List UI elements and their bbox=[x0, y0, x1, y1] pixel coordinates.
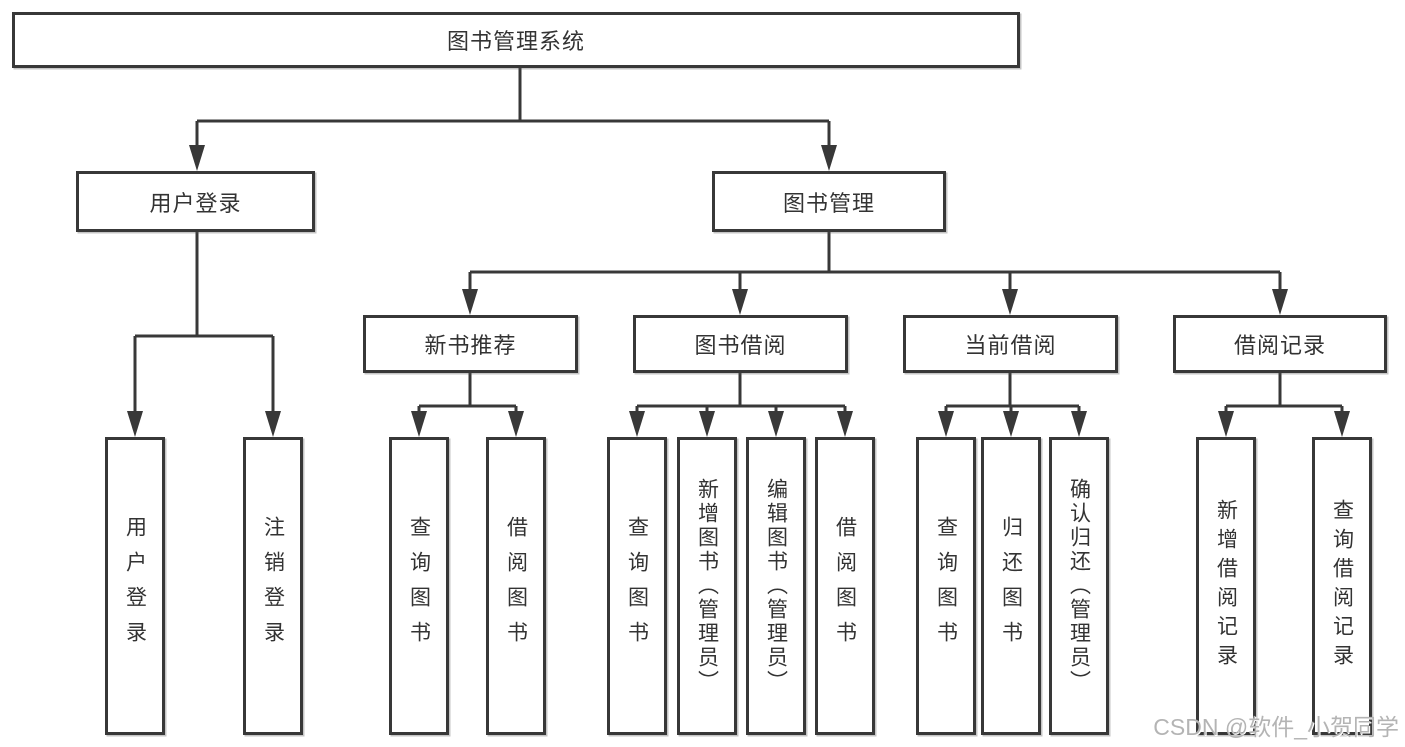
node-book-management: 图书管理 bbox=[712, 171, 946, 232]
leaf-query-borrow-record: 查询借阅记录 bbox=[1312, 437, 1372, 735]
leaf-confirm-return-admin: 确认归还（管理员） bbox=[1049, 437, 1109, 735]
node-root-system: 图书管理系统 bbox=[12, 12, 1020, 68]
node-user-login: 用户登录 bbox=[76, 171, 315, 232]
node-book-management-label: 图书管理 bbox=[782, 190, 875, 216]
leaf-query-books-3: 查询图书 bbox=[916, 437, 976, 735]
leaf-query-books-2: 查询图书 bbox=[607, 437, 667, 735]
node-book-borrowing: 图书借阅 bbox=[633, 315, 848, 373]
node-current-borrowing: 当前借阅 bbox=[903, 315, 1118, 373]
leaf-borrow-books-2: 借阅图书 bbox=[815, 437, 875, 735]
node-new-book-recommend: 新书推荐 bbox=[363, 315, 578, 373]
node-borrowing-records-label: 借阅记录 bbox=[1233, 333, 1326, 358]
leaf-logout: 注销登录 bbox=[243, 437, 303, 735]
csdn-watermark: CSDN @软件_小贺同学 bbox=[1153, 714, 1399, 740]
leaf-add-books-admin: 新增图书（管理员） bbox=[677, 437, 737, 735]
leaf-query-books-1: 查询图书 bbox=[389, 437, 449, 735]
leaf-borrow-books-1: 借阅图书 bbox=[486, 437, 546, 735]
node-book-borrowing-label: 图书借阅 bbox=[694, 333, 787, 358]
node-new-book-recommend-label: 新书推荐 bbox=[424, 333, 517, 358]
leaf-edit-books-admin: 编辑图书（管理员） bbox=[746, 437, 806, 735]
node-current-borrowing-label: 当前借阅 bbox=[964, 333, 1057, 358]
leaf-add-borrow-record: 新增借阅记录 bbox=[1196, 437, 1256, 735]
node-root-label: 图书管理系统 bbox=[446, 29, 585, 54]
leaf-user-login: 用户登录 bbox=[105, 437, 165, 735]
leaf-return-books: 归还图书 bbox=[981, 437, 1041, 735]
node-user-login-label: 用户登录 bbox=[149, 190, 242, 216]
node-borrowing-records: 借阅记录 bbox=[1173, 315, 1387, 373]
